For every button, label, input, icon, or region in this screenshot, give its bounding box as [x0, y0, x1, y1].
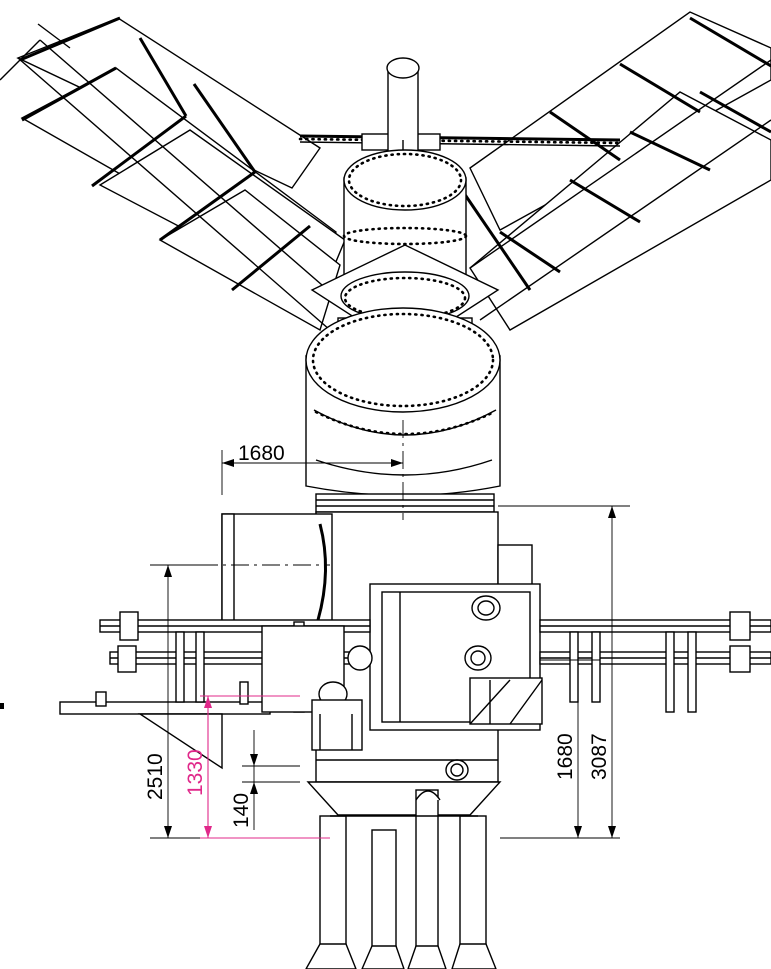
left-solar-array [0, 16, 346, 332]
main-drum [305, 307, 501, 513]
edge-mark [0, 703, 4, 709]
truss-bracket [469, 677, 543, 725]
dim-label-2510: 2510 [144, 753, 167, 800]
dimension-2510: 2510 [144, 564, 300, 839]
right-solar-array [453, 11, 771, 331]
support-legs [305, 789, 497, 969]
dim-label-1330: 1330 [184, 749, 207, 796]
dim-label-1680-top: 1680 [238, 442, 285, 465]
pipe-rails [59, 611, 771, 770]
dimension-1680-side: 1680 [500, 659, 620, 839]
dim-label-140: 140 [230, 793, 253, 828]
dimension-1680-top: 1680 [221, 442, 403, 495]
center-lines [200, 420, 404, 566]
dim-label-3087: 3087 [588, 733, 611, 780]
dimension-3087: 3087 [498, 505, 630, 838]
dim-label-1680-side: 1680 [554, 733, 577, 780]
dimension-1330: 1330 [184, 695, 330, 839]
dimension-140: 140 [230, 730, 300, 830]
